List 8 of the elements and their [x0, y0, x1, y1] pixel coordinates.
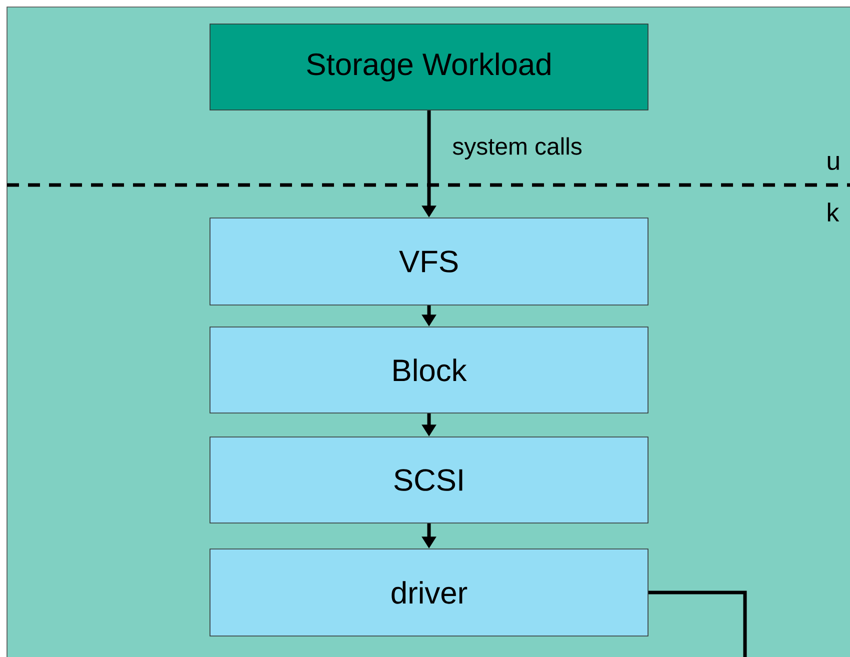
- layer-box: Block: [210, 326, 648, 414]
- workload-box: Storage Workload: [210, 24, 648, 110]
- layer-box: VFS: [210, 218, 648, 306]
- side-label: k: [828, 202, 840, 222]
- side-label: u: [828, 156, 839, 170]
- edge-label: system calls: [452, 137, 582, 160]
- layer-box: driver: [210, 548, 648, 636]
- layer-box: SCSI: [210, 436, 648, 524]
